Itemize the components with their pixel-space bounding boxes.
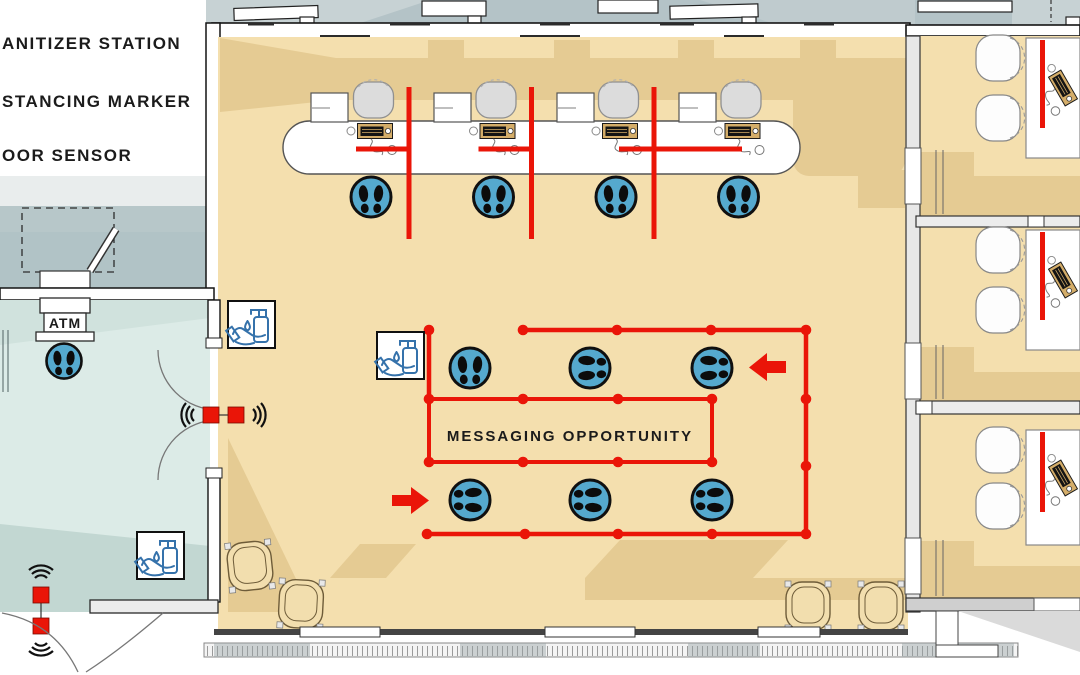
distancing-marker-icon [349,175,393,219]
office-chair [975,94,1026,142]
distancing-marker-icon [717,175,760,219]
exterior-wall-left [205,22,221,302]
legend-item-door-sensor: OOR SENSOR [2,146,132,165]
teller-area [282,79,801,239]
office-sneeze-guard [1040,432,1045,512]
back-room-dashed-zone [21,207,115,273]
office-divider-wall [915,400,1080,415]
door-sensor-icon [202,406,220,424]
queue-path [426,327,809,537]
office-sneeze-guard [1040,40,1045,128]
flow-arrow-right-icon [392,487,429,514]
lobby-chair [857,580,905,632]
distancing-marker-icon [594,175,638,219]
office-wing [904,34,1080,658]
messaging-zone [427,397,714,464]
office-3 [975,426,1080,546]
lobby-chair [276,577,326,631]
door-swing-arc [1,612,79,673]
door-sensor-icon [32,586,50,604]
distancing-marker-icon [472,175,515,219]
atm-label: ATM [49,315,81,331]
door-swing-arc [85,612,164,673]
office-sidelights [935,150,944,596]
office-chair [975,426,1026,474]
office-sneeze-guard [1040,232,1045,320]
office-floor-shadows [916,152,1080,598]
vestibule-top-wall [0,287,215,301]
distancing-marker-icon [448,478,492,522]
office-2 [975,226,1080,351]
vestibule-bottom-wall [89,599,219,614]
interior-door [157,299,267,603]
door-sensor-icon [227,406,245,424]
distancing-marker-icon [568,346,612,390]
back-room-threshold [39,270,91,289]
queue-dots [421,324,812,540]
door-sensor-signal [27,641,55,657]
office-divider-wall [915,215,1080,228]
office-chair [975,286,1026,334]
entry-door [1,564,219,673]
wing-left-wall [905,35,921,613]
legend: ANITIZER STATION STANCING MARKER OOR SEN… [2,34,191,165]
distancing-marker-icon [568,478,612,522]
distancing-marker-icon [690,478,734,522]
legend-item-sanitizer-station: ANITIZER STATION [2,34,181,53]
legend-item-distancing-marker: STANCING MARKER [2,92,191,111]
teller-cabinets [310,92,717,123]
distancing-marker-icon [448,346,492,390]
sanitizer-station-icon [374,331,425,380]
sanitizer-station-icon [134,531,185,580]
back-room [0,176,212,289]
sanitizer-station-icon [225,300,276,349]
office-1 [975,34,1080,159]
messaging-label: MESSAGING OPPORTUNITY [447,428,693,445]
flow-arrow-left-icon [749,353,786,381]
storefront-glazing [203,642,1019,658]
distancing-marker-icon [45,342,83,380]
lobby-chair [223,538,277,594]
storefront [203,626,1019,658]
office-door-openings [904,147,922,595]
exterior-wall-top [211,22,1080,39]
office-chair [975,482,1026,530]
flow-arrows [392,353,786,514]
exterior-shadow [958,611,1080,652]
distancing-marker-icon [690,346,734,390]
sneeze-guard-dividers [356,87,742,239]
teller-counter [282,120,801,175]
office-chair [975,226,1026,274]
lobby-chair [784,580,832,632]
atm: ATM [35,297,95,342]
office-chair [975,34,1026,82]
